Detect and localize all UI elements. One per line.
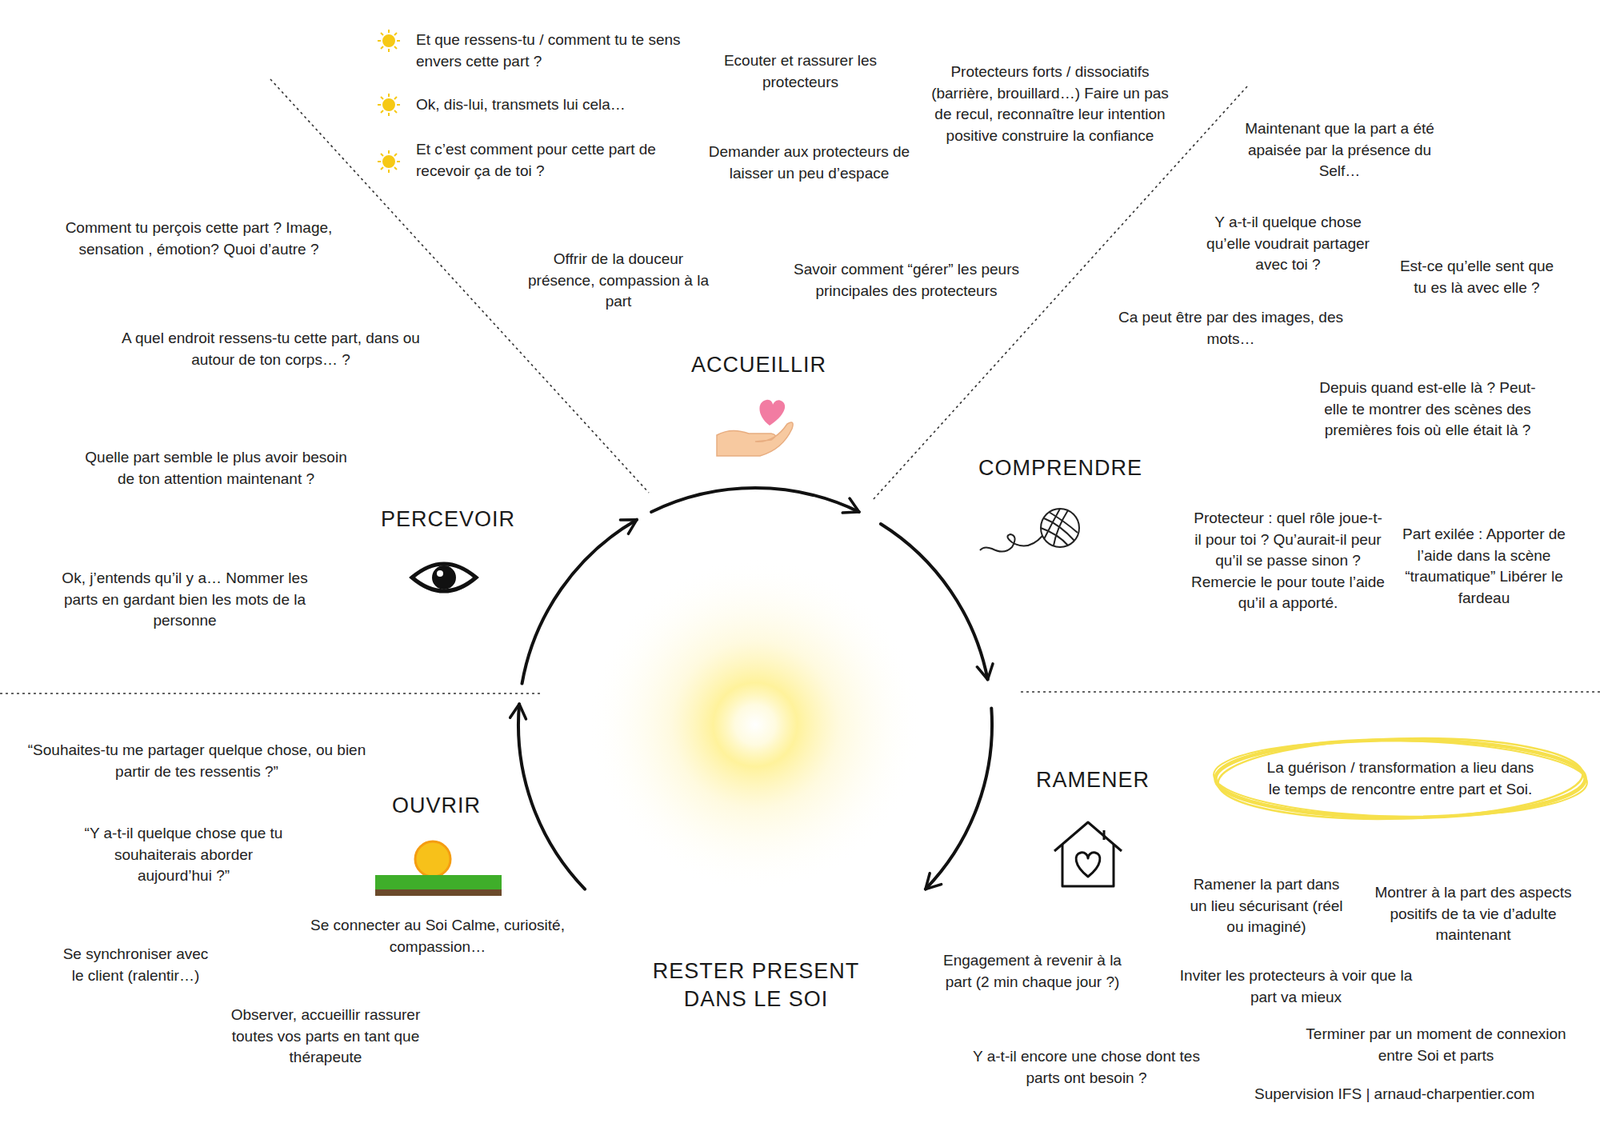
ellipse-outline — [1212, 736, 1589, 821]
prompt-text: Maintenant que la part a été apaisée par… — [1235, 118, 1444, 183]
prompt-text: Ca peut être par des images, des mots… — [1103, 307, 1359, 350]
prompt-text: Demander aux protecteurs de laisser un p… — [707, 141, 912, 184]
dotted-separators — [0, 79, 1600, 694]
bullet-suns — [377, 29, 400, 173]
prompt-text: Savoir comment “gérer” les peurs princip… — [784, 259, 1029, 302]
prompt-text: “Souhaites-tu me partager quelque chose,… — [20, 740, 373, 783]
house-icon — [1054, 822, 1122, 887]
prompt-text: Montrer à la part des aspects positifs d… — [1368, 882, 1578, 947]
prompt-text: Ok, j’entends qu’il y a… Nommer les part… — [58, 568, 312, 632]
stage-title: COMPRENDRE — [978, 454, 1143, 483]
prompt-text: Et c’est comment pour cette part de rece… — [416, 139, 684, 182]
prompt-text: Ecouter et rassurer les protecteurs — [711, 50, 890, 93]
prompt-text: Ok, dis-lui, transmets lui cela… — [416, 94, 684, 116]
highlight-ellipse: La guérison / transformation a lieu dans… — [1212, 736, 1589, 821]
stage-title: OUVRIR — [392, 792, 481, 820]
prompt-text: Protecteurs forts / dissociatifs (barriè… — [921, 61, 1179, 147]
cycle-arrow — [522, 520, 638, 684]
prompt-text: Part exilée : Apporter de l’aide dans la… — [1400, 524, 1568, 609]
prompt-text: Comment tu perçois cette part ? Image, s… — [58, 217, 340, 260]
center-glow — [587, 556, 924, 893]
stage-title: RESTER PRESENT DANS LE SOI — [648, 957, 864, 1014]
prompt-text: Ramener la part dans un lieu sécurisant … — [1187, 874, 1346, 939]
prompt-text: Y a-t-il quelque chose qu’elle voudrait … — [1191, 212, 1385, 276]
prompt-text: “Y a-t-il quelque chose que tu souhaiter… — [79, 823, 288, 888]
prompt-text: Terminer par un moment de connexion entr… — [1298, 1024, 1574, 1067]
prompt-text: Engagement à revenir à la part (2 min ch… — [930, 950, 1135, 993]
cycle-arrow — [880, 524, 988, 680]
prompt-text: Quelle part semble le plus avoir besoin … — [82, 447, 350, 490]
cycle-arrow — [925, 708, 992, 889]
stage-title: ACCUEILLIR — [691, 351, 827, 380]
cycle-arrows — [518, 488, 992, 890]
prompt-text: Supervision IFS | arnaud-charpentier.com — [1254, 1084, 1535, 1106]
prompt-text: Offrir de la douceur présence, compassio… — [521, 248, 716, 313]
prompt-text: Depuis quand est-elle là ? Peut-elle te … — [1312, 377, 1543, 442]
stage-title: PERCEVOIR — [380, 505, 516, 534]
prompt-text: Se connecter au Soi Calme, curiosité, co… — [300, 915, 576, 958]
eye-icon — [412, 564, 476, 592]
yarn-ball-icon — [980, 508, 1080, 552]
node-text: La guérison / transformation a lieu dans… — [1260, 757, 1541, 800]
sun-grass-icon — [375, 841, 502, 896]
prompt-text: Inviter les protecteurs à voir que la pa… — [1173, 965, 1419, 1008]
prompt-text: Et que ressens-tu / comment tu te sens e… — [416, 29, 684, 72]
prompt-text: Se synchroniser avec le client (ralentir… — [61, 944, 210, 987]
prompt-text: Protecteur : quel rôle joue-t-il pour to… — [1191, 508, 1385, 615]
prompt-text: Observer, accueillir rassurer toutes vos… — [216, 1004, 436, 1069]
stage-title: RAMENER — [1036, 766, 1150, 795]
cycle-arrow — [518, 704, 585, 889]
prompt-text: A quel endroit ressens-tu cette part, da… — [112, 328, 429, 371]
prompt-text: Y a-t-il encore une chose dont tes parts… — [964, 1046, 1209, 1089]
prompt-text: Est-ce qu’elle sent que tu es là avec el… — [1395, 256, 1559, 299]
hand-heart-icon — [716, 400, 793, 456]
cycle-arrow — [651, 488, 860, 512]
